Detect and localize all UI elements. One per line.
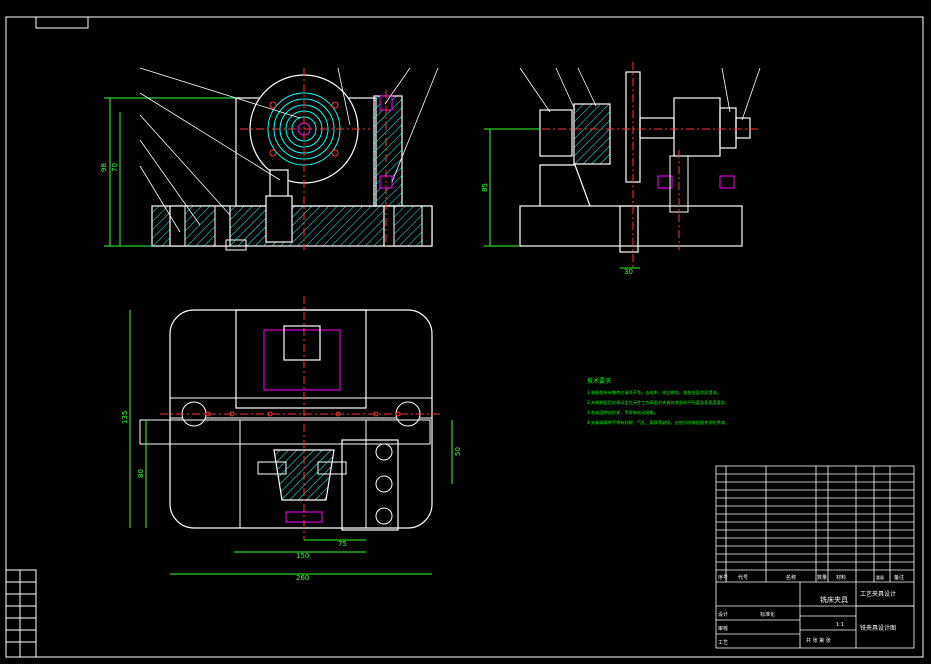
front-height-dim: 98 xyxy=(100,163,108,172)
scale-value: 1:1 xyxy=(836,622,844,628)
row-label-design: 设计 xyxy=(718,611,728,618)
plan-offset-dim: 75 xyxy=(338,540,347,548)
header-code: 代号 xyxy=(738,574,748,581)
side-width-dim: 30 xyxy=(624,268,633,276)
header-name: 名称 xyxy=(786,574,796,581)
title-line-1: 工艺夹具设计 xyxy=(860,590,896,598)
header-material: 材料 xyxy=(836,574,846,581)
plan-depth-dim: 135 xyxy=(121,411,129,424)
sheet-frame xyxy=(5,16,924,658)
side-view: 85 30 xyxy=(481,62,761,276)
front-view: 98 70 xyxy=(100,67,439,251)
plan-bore-dim: 50 xyxy=(454,447,462,456)
tech-note-line: 1.装配前所有零件应清洗干净，去毛刺、锐边倒钝，各配合面涂润滑油。 xyxy=(587,389,721,396)
side-base xyxy=(519,205,743,247)
header-qty: 数量 xyxy=(817,574,827,581)
title-block-text: 序号 代号 名称 数量 材料 重量 备注 铣床夹具 工艺夹具设计 铣夹具设计图 … xyxy=(718,574,904,646)
header-seq: 序号 xyxy=(718,574,728,581)
sheet-label: 共 张 第 张 xyxy=(806,637,831,644)
title-block xyxy=(715,465,915,649)
plan-view: 260 150 75 135 80 50 xyxy=(121,296,462,582)
side-height-dim: 85 xyxy=(481,183,489,192)
plan-width-outer-dim: 260 xyxy=(296,574,309,582)
row-label-standard: 标准化 xyxy=(760,611,775,618)
tech-notes-heading: 技术要求 xyxy=(587,377,611,385)
title-line-2: 铣夹具设计图 xyxy=(860,624,896,632)
tech-note-line: 3.各紧固件应拧紧，不得有松动现象。 xyxy=(587,409,658,416)
drawing-name: 铣床夹具 xyxy=(820,595,848,604)
tech-notes: 技术要求 1.装配前所有零件应清洗干净，去毛刺、锐边倒钝，各配合面涂润滑油。 2… xyxy=(587,377,729,426)
plan-depth-dim-2: 80 xyxy=(137,469,145,478)
tech-note-line: 4.夹具体铸件不得有砂眼、气孔、裂纹等缺陷，应进行时效处理并涂防锈漆。 xyxy=(587,419,729,426)
front-height-dim-2: 70 xyxy=(111,163,119,172)
plan-width-inner-dim: 150 xyxy=(296,552,309,560)
row-label-review: 审核 xyxy=(718,625,728,632)
tech-note-line: 2.夹具装配后应保证定位元件工作表面对夹具体底面的平行度及垂直度要求。 xyxy=(587,399,729,406)
row-label-process: 工艺 xyxy=(718,640,728,646)
header-weight: 重量 xyxy=(876,574,884,580)
header-remark: 备注 xyxy=(894,574,904,581)
